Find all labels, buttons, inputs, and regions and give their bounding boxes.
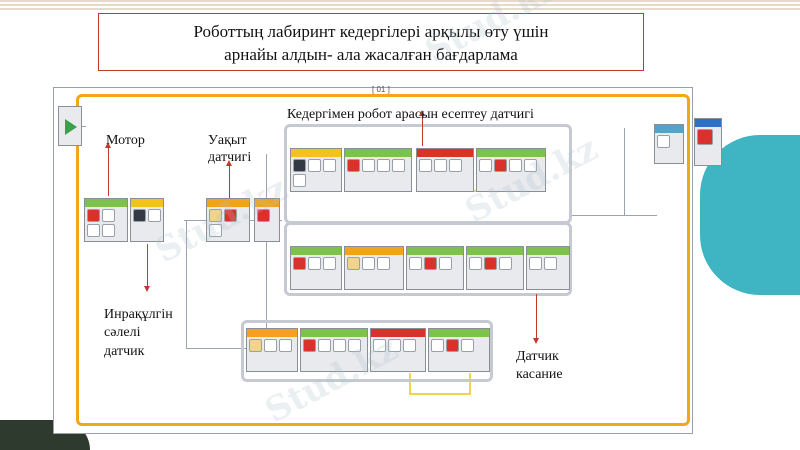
motor-block[interactable] <box>84 198 128 242</box>
decor-stripes <box>0 0 800 14</box>
lower-move-block-1[interactable] <box>300 328 368 372</box>
slide-title-line-2: арнайы алдын- ала жасалған бағдарлама <box>224 45 518 64</box>
touch-arrow <box>533 294 539 344</box>
data-wire <box>409 393 469 395</box>
label-infrared-line-2: сәлелі <box>104 325 141 340</box>
slide-title: Роботтың лабиринт кедергілері арқылы өту… <box>98 13 644 71</box>
wait-block[interactable] <box>344 246 404 290</box>
ultrasonic-compare-block[interactable] <box>290 148 342 192</box>
motor-arrow <box>105 142 111 196</box>
wire <box>266 154 267 344</box>
switch-frame-lower[interactable] <box>241 320 493 382</box>
move-block-2[interactable] <box>476 148 546 192</box>
timer-wait-block[interactable] <box>290 246 342 290</box>
lower-math-block[interactable] <box>370 328 426 372</box>
start-play-icon <box>65 119 77 135</box>
data-wire <box>409 373 411 395</box>
label-infrared-line-1: Инрақұлгін <box>104 307 173 322</box>
label-motor: Мотор <box>106 133 145 148</box>
outer-loop-frame[interactable] <box>76 94 690 426</box>
slide-title-line-1: Роботтың лабиринт кедергілері арқылы өту… <box>193 22 549 41</box>
stop-icon <box>697 129 713 145</box>
move-block-3[interactable] <box>406 246 464 290</box>
switch-block[interactable] <box>254 198 280 242</box>
move-block-4[interactable] <box>466 246 524 290</box>
move-block-5[interactable] <box>526 246 570 290</box>
label-timer-line-2: датчигі <box>208 150 252 165</box>
wire <box>186 348 246 349</box>
switch-frame-bottom[interactable] <box>284 222 572 296</box>
timer-arrow <box>226 160 232 198</box>
label-touch-line-1: Датчик <box>516 349 559 364</box>
program-canvas[interactable]: [ 01 ] <box>53 85 693 434</box>
label-infrared-line-3: датчик <box>104 344 145 359</box>
loop-label: [ 01 ] <box>372 85 390 94</box>
wire <box>624 128 625 216</box>
lower-move-block-2[interactable] <box>428 328 490 372</box>
stop-block[interactable] <box>694 118 722 166</box>
label-timer-line-1: Уақыт <box>208 133 247 148</box>
ultrasonic-arrow <box>419 110 425 146</box>
sensor-block[interactable] <box>130 198 164 242</box>
loop-interrupt-block[interactable] <box>654 124 684 164</box>
label-ultrasonic: Кедергімен робот арасын есептеу датчигі <box>287 107 534 122</box>
timer-block[interactable] <box>206 198 250 242</box>
wire <box>82 126 86 127</box>
math-block[interactable] <box>416 148 474 192</box>
move-block-1[interactable] <box>344 148 412 192</box>
wire <box>186 220 187 348</box>
data-wire <box>469 373 471 395</box>
label-touch-line-2: касание <box>516 367 563 382</box>
wire <box>569 215 657 216</box>
lower-compare-block[interactable] <box>246 328 298 372</box>
loop-label-value: 01 <box>376 85 386 94</box>
infrared-arrow <box>144 244 150 292</box>
start-block[interactable] <box>58 106 82 146</box>
